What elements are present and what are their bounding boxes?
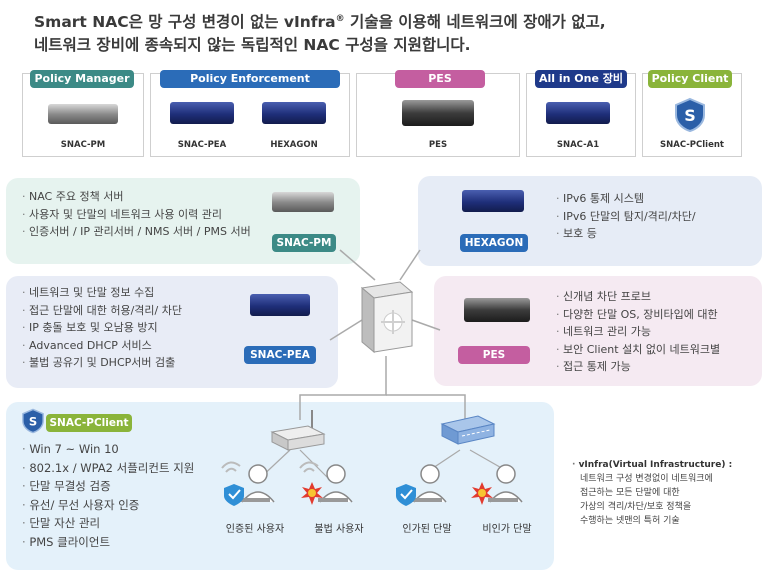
- pes-panel-device-icon: [464, 298, 530, 322]
- tag-hexagon: HEXAGON: [460, 234, 528, 252]
- product-name-hexagon: HEXAGON: [270, 140, 318, 150]
- bullet-continuation: 네트워크 관리 가능: [556, 323, 720, 341]
- authorized-user-icon: [221, 461, 275, 506]
- bullet: 불법 공유기 및 DHCP서버 검출: [22, 354, 182, 372]
- bullet: PMS 클라이언트: [22, 533, 194, 552]
- vinfra-note-line: 네트워크 구성 변경없이 네트워크에: [580, 474, 713, 484]
- person-label-illegal-user: 불법 사용자: [314, 524, 364, 535]
- bullet: NAC 주요 정책 서버: [22, 188, 251, 206]
- product-label-pes: PES: [395, 70, 485, 88]
- svg-text:S: S: [29, 414, 37, 428]
- wireless-ap-icon: [270, 410, 326, 451]
- person-label-unauthorized-device: 비인가 단말: [482, 524, 532, 535]
- vinfra-note-line: 가상의 격리/차단/보호 정책을: [580, 502, 692, 512]
- tag-snac-pea: SNAC-PEA: [244, 346, 316, 364]
- bullet: Advanced DHCP 서비스: [22, 337, 182, 355]
- bullet: 유선/ 무선 사용자 인증: [22, 496, 194, 515]
- bullet: 접근 단말에 대한 허용/격리/ 차단: [22, 302, 182, 320]
- product-name-snac-pm: SNAC-PM: [60, 140, 106, 150]
- bullet-continuation: 접근 통제 가능: [556, 358, 720, 376]
- product-name-snac-pclient: SNAC-PClient: [660, 140, 724, 150]
- pm-bullets: NAC 주요 정책 서버 사용자 및 단말의 네트워크 사용 이력 관리 인증서…: [22, 188, 251, 241]
- illegal-user-icon: [299, 461, 353, 505]
- product-name-snac-pea: SNAC-PEA: [177, 140, 227, 150]
- pes-device-icon: [402, 100, 474, 126]
- network-switch-icon: [440, 415, 496, 445]
- product-label-pclient: Policy Client: [648, 70, 732, 88]
- bullet: 보안 Client 설치 없이 네트워크별: [556, 341, 720, 359]
- snac-pea-device-icon: [170, 102, 234, 124]
- bullet: 사용자 및 단말의 네트워크 사용 이력 관리: [22, 206, 251, 224]
- bullet: Win 7 ~ Win 10: [22, 440, 194, 459]
- bullet: 다양한 단말 OS, 장비타입에 대한: [556, 306, 720, 324]
- tag-snac-pm: SNAC-PM: [272, 234, 336, 252]
- bullet: 단말 자산 관리: [22, 514, 194, 533]
- vinfra-note-title: · vInfra(Virtual Infrastructure) :: [572, 460, 733, 470]
- pclient-bullets: Win 7 ~ Win 10 802.1x / WPA2 서플리컨트 지원 단말…: [22, 440, 194, 551]
- bullet: IP 충돌 보호 및 오남용 방지: [22, 319, 182, 337]
- bullet: IPv6 통제 시스템: [556, 190, 696, 208]
- product-label-pea: Policy Enforcement Appliance: [160, 70, 340, 103]
- bullet: IPv6 단말의 탐지/격리/차단/: [556, 208, 696, 226]
- svg-text:S: S: [684, 106, 696, 125]
- bullet: 단말 무결성 검증: [22, 477, 194, 496]
- vinfra-note-line: 수행하는 넷맨의 특허 기술: [580, 516, 680, 526]
- product-label-policy-manager: Policy Manager: [30, 70, 134, 88]
- hexagon-bullets: IPv6 통제 시스템 IPv6 단말의 탐지/격리/차단/ 보호 등: [556, 190, 696, 243]
- vinfra-note-line: 접근하는 모든 단말에 대한: [580, 488, 680, 498]
- person-label-authorized-device: 인가된 단말: [402, 524, 452, 535]
- bullet: 네트워크 및 단말 정보 수집: [22, 284, 182, 302]
- product-name-snac-a1: SNAC-A1: [556, 140, 600, 150]
- headline: Smart NAC은 망 구성 변경이 없는 vInfra® 기술을 이용해 네…: [34, 13, 606, 55]
- core-switch-icon: [360, 281, 414, 354]
- bullet-continuation: 보호 등: [556, 225, 696, 243]
- pes-bullets: 신개념 차단 프로브 다양한 단말 OS, 장비타입에 대한 네트워크 관리 가…: [556, 288, 720, 376]
- person-label-authorized-user: 인증된 사용자: [225, 524, 285, 535]
- pea-bullets: 네트워크 및 단말 정보 수집 접근 단말에 대한 허용/격리/ 차단 IP 충…: [22, 284, 182, 372]
- pea-panel-device-icon: [250, 294, 310, 316]
- vinfra-note: · vInfra(Virtual Infrastructure) : 네트워크 …: [572, 458, 732, 528]
- product-name-pes: PES: [428, 140, 448, 150]
- tag-pes: PES: [458, 346, 530, 364]
- bullet: 인증서버 / IP 관리서버 / NMS 서버 / PMS 서버: [22, 223, 251, 241]
- bullet: 신개념 차단 프로브: [556, 288, 720, 306]
- tag-snac-pclient: SNAC-PClient: [46, 414, 132, 432]
- bullet: 802.1x / WPA2 서플리컨트 지원: [22, 459, 194, 478]
- snac-a1-device-icon: [546, 102, 610, 124]
- shield-icon: S: [675, 97, 705, 133]
- product-label-a1: All in One 장비: [535, 70, 627, 88]
- snac-pm-device-icon: [48, 104, 118, 124]
- authorized-device-icon: [396, 464, 447, 506]
- hexagon-device-icon: [262, 102, 326, 124]
- pm-device-icon: [272, 192, 334, 212]
- hexagon-panel-device-icon: [462, 190, 524, 212]
- shield-icon: S: [22, 408, 44, 434]
- unauthorized-device-icon: [471, 464, 523, 505]
